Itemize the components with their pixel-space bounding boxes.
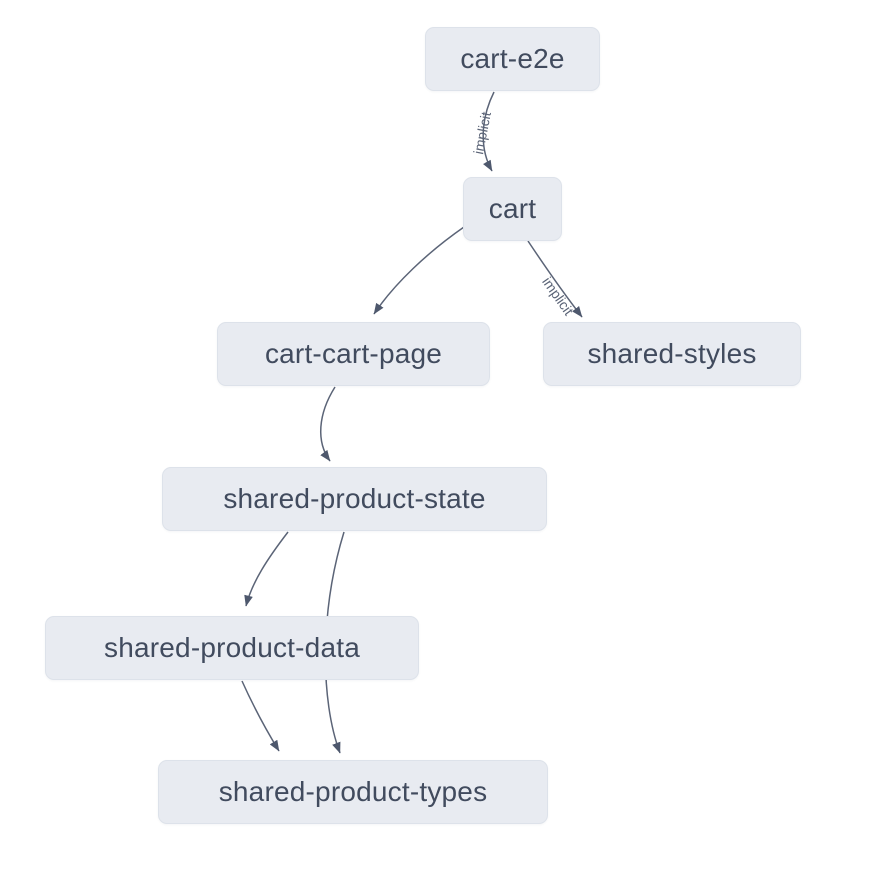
edge-label-implicit: implicit — [539, 274, 577, 318]
graph-node-cart-e2e[interactable]: cart-e2e — [425, 27, 600, 91]
graph-node-shared-product-types[interactable]: shared-product-types — [158, 760, 548, 824]
node-label: cart-e2e — [460, 43, 565, 74]
graph-node-shared-product-data[interactable]: shared-product-data — [45, 616, 419, 680]
edge-shared-product-state-to-shared-product-data — [244, 531, 289, 607]
graph-node-cart[interactable]: cart — [463, 177, 562, 241]
edge-cart-to-cart-cart-page — [373, 226, 465, 315]
edge-cart-e2e-to-cart — [482, 91, 495, 172]
node-label: shared-styles — [587, 338, 757, 369]
edge-shared-product-data-to-shared-product-types — [241, 680, 280, 752]
node-label: cart-cart-page — [264, 338, 443, 369]
graph-node-shared-product-state[interactable]: shared-product-state — [162, 467, 547, 531]
graph-node-cart-cart-page[interactable]: cart-cart-page — [217, 322, 490, 386]
node-label: cart — [488, 193, 537, 224]
edge-cart-cart-page-to-shared-product-state — [320, 386, 336, 462]
edge-cart-to-shared-styles — [527, 240, 583, 318]
graph-node-shared-styles[interactable]: shared-styles — [543, 322, 801, 386]
node-label: shared-product-types — [218, 776, 488, 807]
edge-label-implicit: implicit — [470, 110, 494, 155]
node-label: shared-product-data — [104, 632, 360, 663]
node-label: shared-product-state — [223, 483, 486, 514]
